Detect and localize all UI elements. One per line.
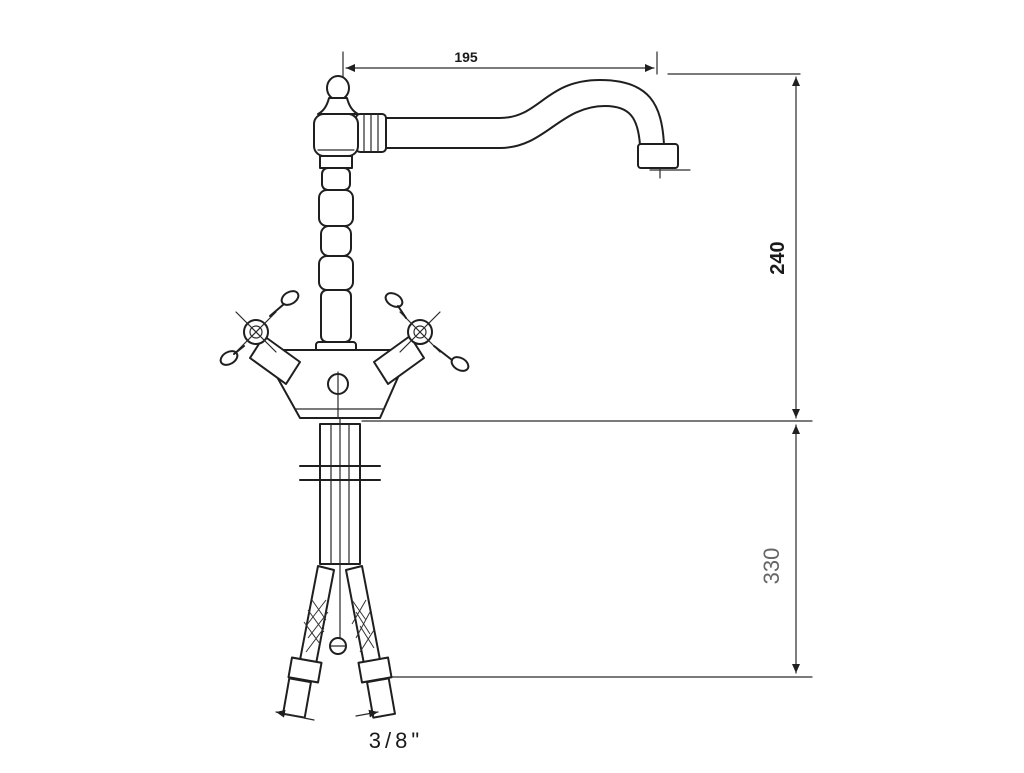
mounting-shank <box>299 417 381 651</box>
faucet-base <box>261 349 411 419</box>
dimension-label-195: 195 <box>454 49 478 65</box>
dimension-spout-height: 240 <box>667 73 801 419</box>
left-flexible-hose <box>282 565 335 719</box>
dimension-label-240: 240 <box>767 241 789 274</box>
dimension-label-330: 330 <box>759 548 784 585</box>
right-flexible-hose <box>345 565 396 719</box>
spout <box>355 79 691 179</box>
left-cross-handle <box>219 290 301 385</box>
top-knob <box>317 75 359 115</box>
right-cross-handle <box>373 292 470 385</box>
center-rod-nut <box>329 637 347 655</box>
dimension-connection-size: 3/8" <box>275 709 423 753</box>
dimension-hose-length: 330 <box>379 424 813 678</box>
dimension-label-3-8: 3/8" <box>369 728 423 753</box>
faucet-body <box>313 113 359 357</box>
dimension-spout-reach: 195 <box>342 49 658 81</box>
